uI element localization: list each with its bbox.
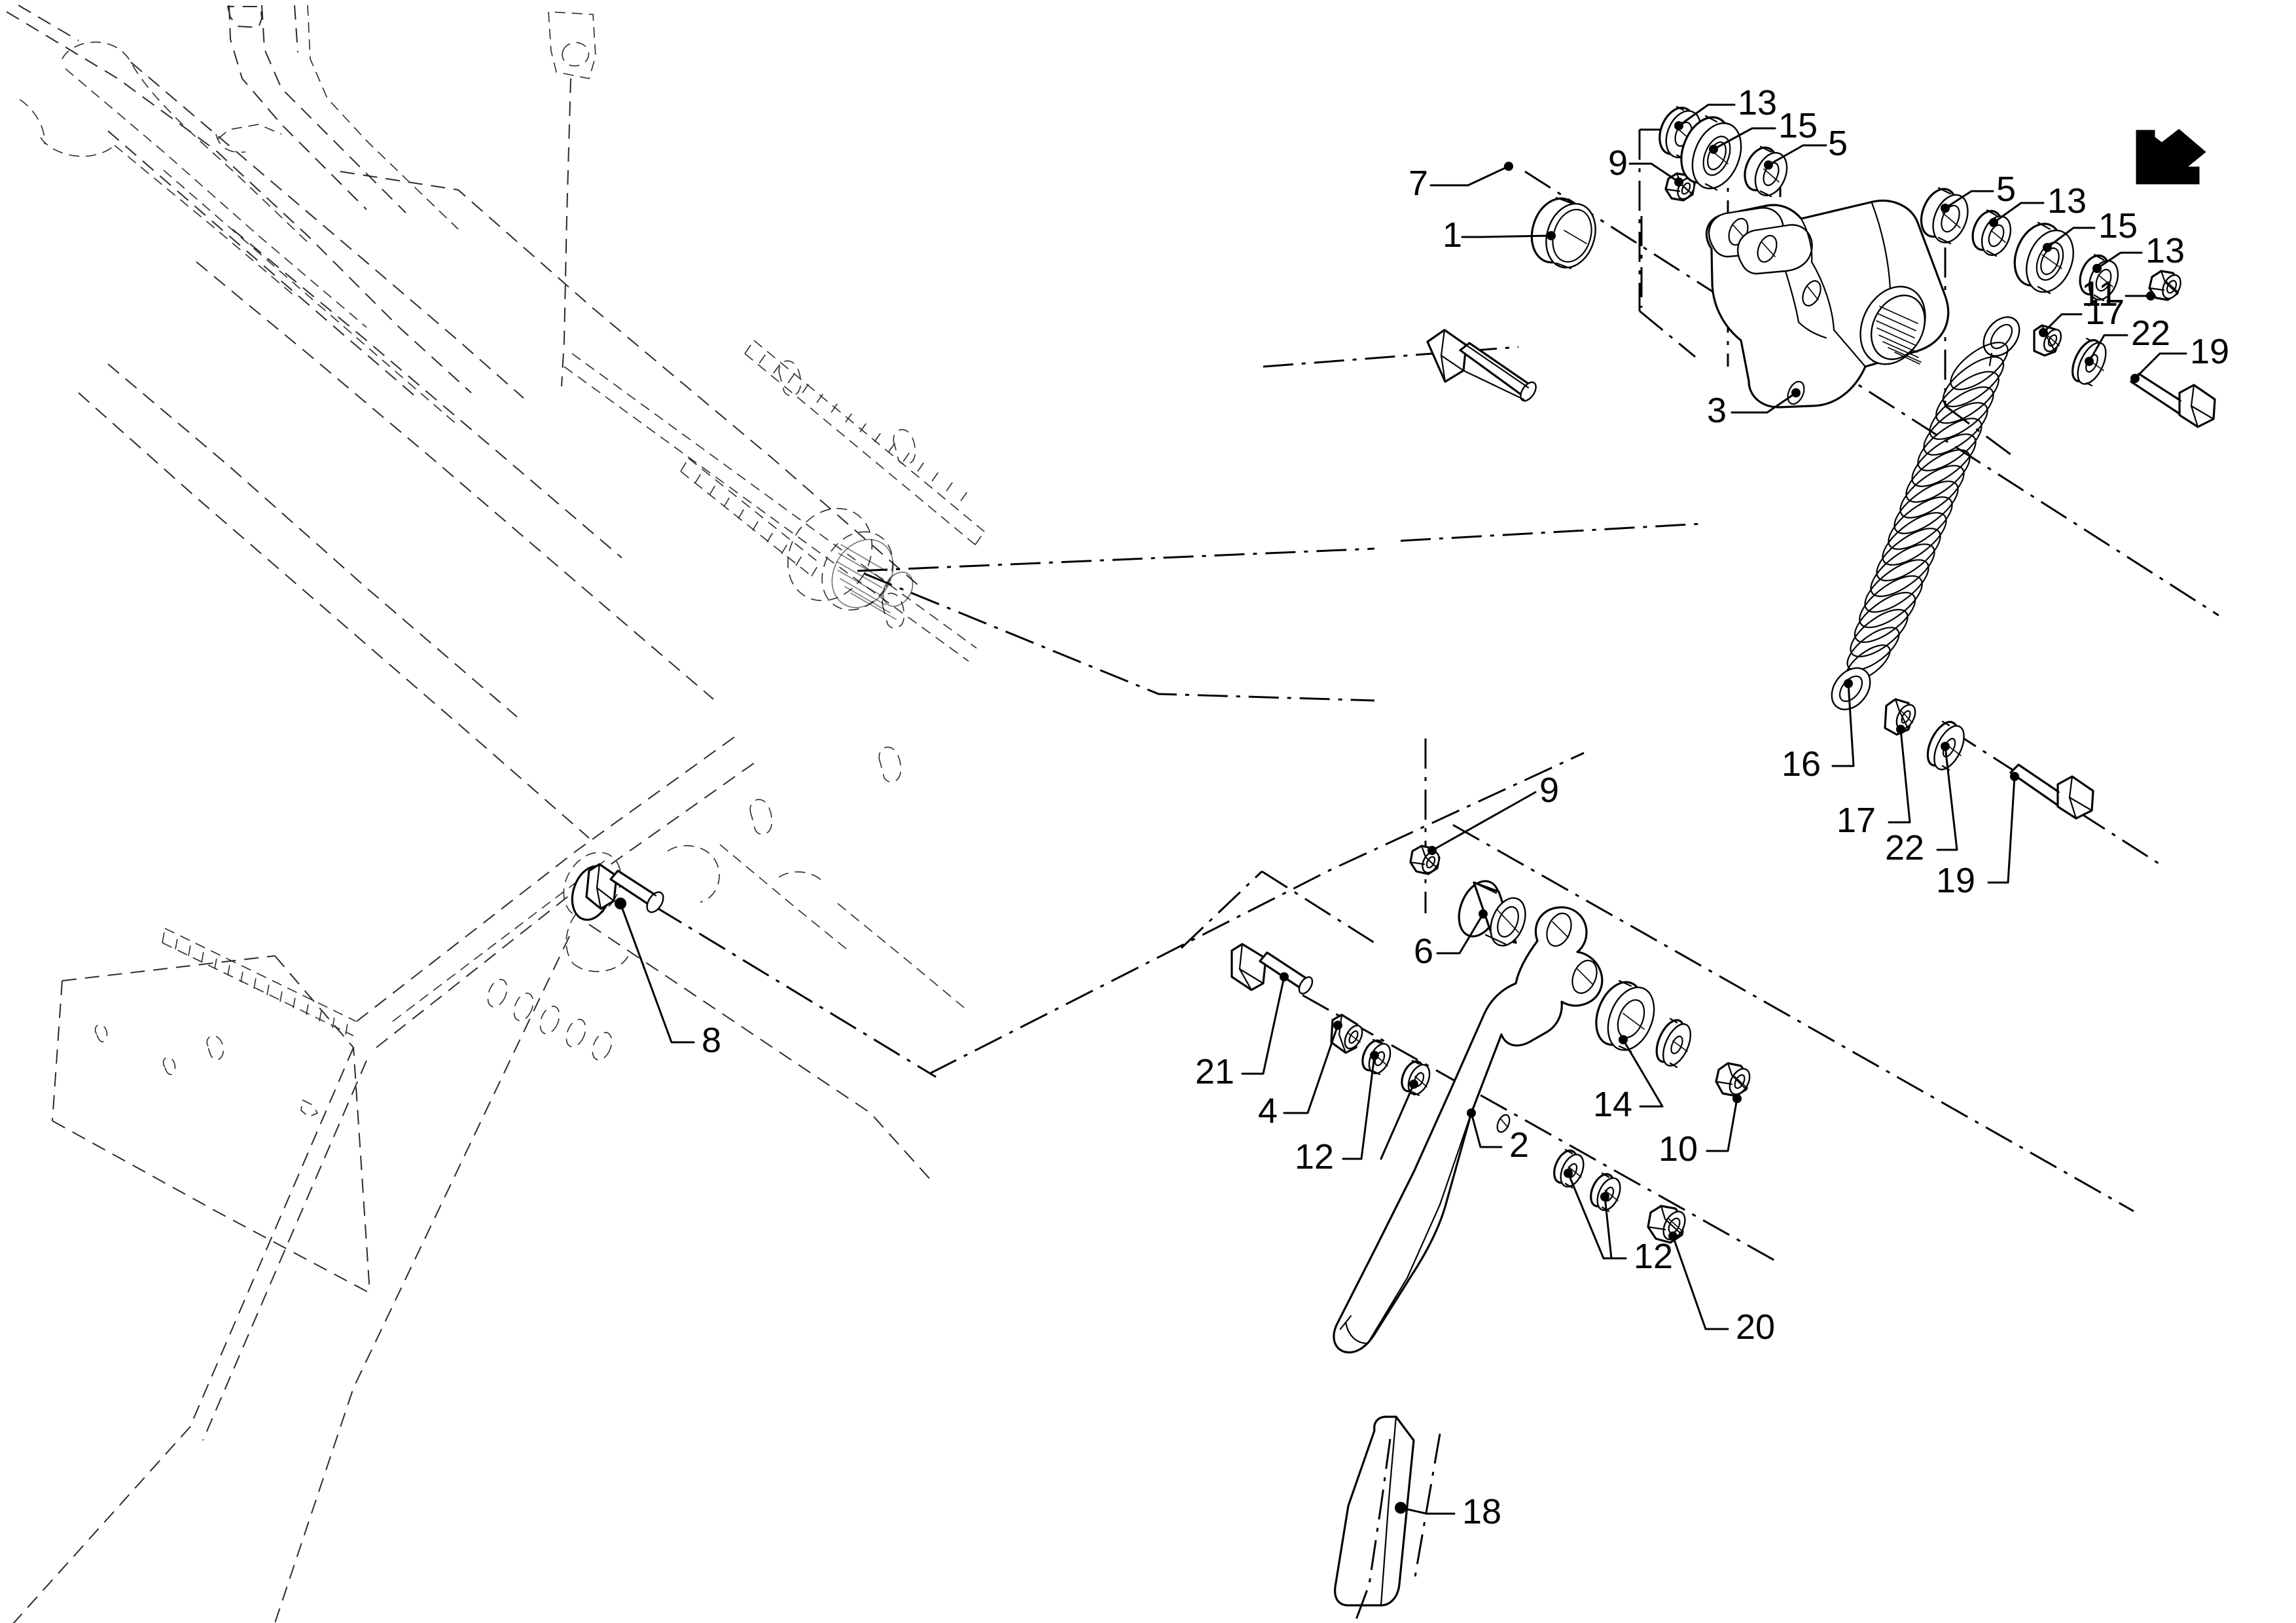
part-6-bushing-collar (1458, 880, 1526, 947)
part-5a-spacer (1744, 145, 1788, 198)
part-17b-bushing (1884, 698, 1916, 736)
part-15a-bearing (1680, 115, 1742, 191)
callout-label-15a: 15 (1778, 106, 1818, 145)
part-5b-spacer (1920, 187, 1969, 245)
part-7-pin (1426, 329, 1537, 402)
part-1-seal (1530, 196, 1596, 270)
callout-label-2: 2 (1509, 1125, 1530, 1165)
part-3-splined-hub (1859, 285, 1926, 365)
callout-label-15b: 15 (2098, 206, 2138, 246)
serrated-edge-lower (680, 458, 820, 577)
phantom-slot-holes (749, 360, 916, 835)
part-17a-bushing (2033, 324, 2062, 357)
callout-label-5a: 5 (1828, 124, 1848, 163)
bottom-serrated-edge (162, 928, 357, 1036)
part-8-pin (571, 863, 664, 921)
callout-leaders (615, 103, 2187, 1515)
callout-label-3: 3 (1707, 391, 1727, 430)
callout-label-13c: 13 (2145, 231, 2185, 270)
callout-label-17b: 17 (1837, 801, 1876, 840)
callout-label-9a: 9 (1608, 143, 1628, 183)
part-12b-washer-1 (1553, 1148, 1585, 1189)
callout-label-12b: 12 (1634, 1237, 1674, 1276)
part-4-spacer-sleeve (1330, 1013, 1363, 1054)
callout-label-19b: 19 (1936, 861, 1976, 900)
forward-direction-arrow (2136, 128, 2206, 185)
serrated-edge-upper (744, 340, 985, 545)
callout-label-16a: 16 (1782, 744, 1821, 784)
part-16-extension-spring (1831, 316, 2020, 710)
callout-label-1: 1 (1443, 215, 1463, 255)
callout-label-18: 18 (1462, 1492, 1502, 1531)
part-14-bushing (1595, 979, 1655, 1053)
phantom-spline-boss (787, 507, 914, 620)
spring-coils (1845, 342, 2009, 682)
part-19b-hex-bolt (2009, 763, 2094, 820)
callout-label-7: 7 (1408, 164, 1429, 203)
callout-label-4: 4 (1258, 1091, 1278, 1131)
part-2-rod-lever (1333, 906, 1604, 1354)
part-9-nut-lower (1409, 845, 1441, 875)
callout-label-13a: 13 (1738, 83, 1778, 122)
callout-label-9b: 9 (1539, 771, 1560, 810)
part-19a-hex-bolt (2130, 373, 2216, 428)
centerline-upper-a (857, 547, 1375, 572)
part-10-nut (1715, 1062, 1751, 1097)
callout-label-8: 8 (702, 1021, 722, 1060)
callout-label-14: 14 (1593, 1085, 1633, 1124)
callout-label-5b: 5 (1996, 170, 2017, 209)
part-18-wear-pad (1334, 1415, 1415, 1623)
part-10-washer (1655, 1017, 1691, 1068)
callout-label-19a: 19 (2190, 332, 2230, 371)
part-21-shoulder-bolt (1230, 943, 1314, 994)
callout-label-12a: 12 (1295, 1137, 1335, 1176)
callout-label-17a: 17 (2085, 293, 2125, 332)
callout-label-22b: 22 (1885, 828, 1925, 867)
callout-label-21: 21 (1195, 1052, 1235, 1091)
callout-label-10: 10 (1659, 1129, 1698, 1169)
spring-bottom-eye (1831, 667, 1871, 710)
callout-label-13b: 13 (2047, 181, 2087, 221)
callout-label-11: 11 (2081, 274, 2119, 314)
spring-top-eye (1982, 316, 2020, 367)
part-13b-washer (1971, 209, 2012, 257)
callout-label-20: 20 (1736, 1307, 1776, 1347)
phantom-frame-structure (6, 5, 985, 1623)
part-11-locknut (2148, 270, 2181, 301)
part-15b-bearing (2013, 221, 2074, 295)
callout-label-22a: 22 (2131, 314, 2171, 353)
callout-label-6: 6 (1414, 932, 1434, 971)
part-12a-washer-2 (1401, 1059, 1431, 1097)
phantom-hole-row (487, 979, 613, 1061)
part-3-lift-arm-bracket (1705, 199, 1950, 409)
